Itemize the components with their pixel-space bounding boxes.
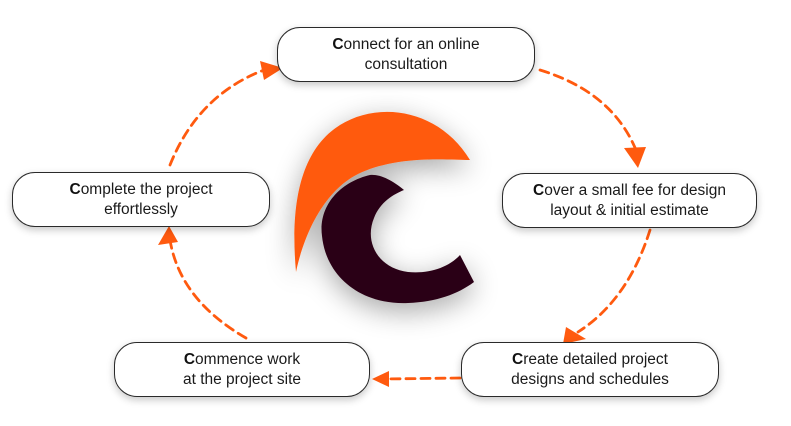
step-3-initial: C: [512, 350, 524, 368]
step-commence-work: Commence work at the project site: [114, 342, 370, 397]
step-3-line1: reate detailed project: [523, 350, 668, 368]
arrow-4-to-5: [168, 238, 248, 340]
step-1-line2: consultation: [364, 55, 448, 73]
step-2-line1: over a small fee for design: [544, 181, 726, 199]
arrowhead-step-1: [260, 61, 283, 80]
arrowhead-step-3: [563, 327, 586, 344]
step-create-designs: Create detailed project designs and sche…: [461, 342, 719, 397]
step-1-initial: C: [332, 35, 344, 53]
step-2-initial: C: [533, 181, 545, 199]
step-4-line2: at the project site: [182, 370, 302, 388]
step-4-line1: ommence work: [195, 350, 301, 368]
arrowhead-step-4: [372, 371, 389, 387]
arrow-1-to-2: [538, 68, 638, 152]
arrowhead-step-2: [624, 147, 646, 168]
arrow-3-to-4: [382, 376, 462, 381]
step-5-initial: C: [69, 180, 81, 198]
step-1-line1: onnect for an online: [343, 35, 480, 53]
step-cover-fee: Cover a small fee for design layout & in…: [502, 173, 757, 228]
step-connect-consultation: Connect for an online consultation: [277, 27, 535, 82]
step-2-line2: layout & initial estimate: [550, 201, 709, 219]
logo-orange-swoosh: [294, 111, 470, 272]
step-complete-project: Complete the project effortlessly: [12, 172, 270, 227]
arrow-2-to-3: [576, 228, 652, 334]
step-5-line1: omplete the project: [80, 180, 213, 198]
step-4-initial: C: [183, 350, 196, 368]
step-3-line2: designs and schedules: [511, 370, 669, 388]
logo-dark-crescent: [321, 174, 474, 304]
c-logo-mark: [294, 111, 474, 304]
arrow-5-to-1: [168, 68, 266, 167]
step-5-line2: effortlessly: [104, 200, 178, 218]
arrowhead-step-5: [158, 226, 178, 245]
